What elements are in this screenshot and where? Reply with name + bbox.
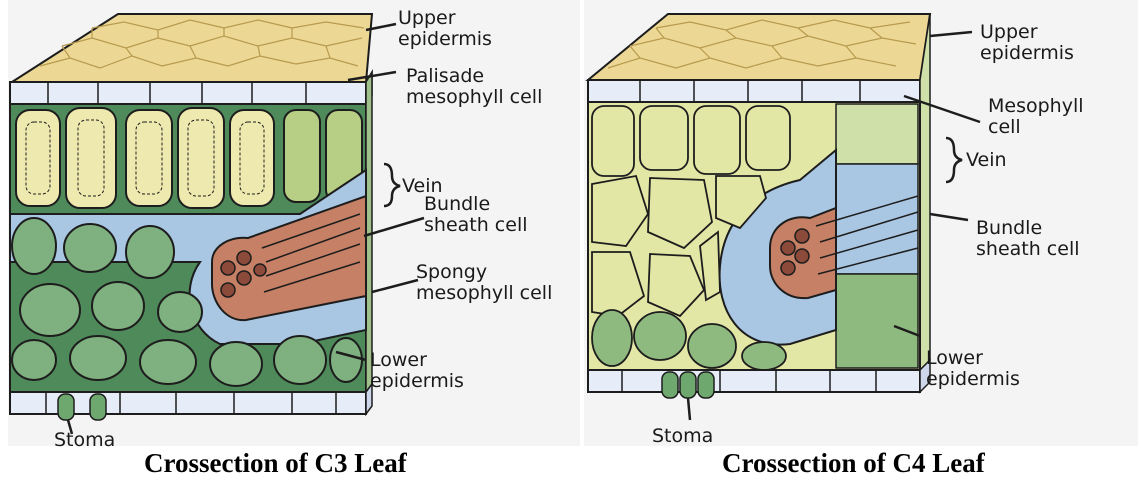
c4-side-cells xyxy=(836,104,918,368)
c4-label-vein: Vein xyxy=(966,150,1007,171)
c3-label-lower-epidermis: Lower epidermis xyxy=(370,350,464,392)
c3-label-spongy: Spongy mesophyll cell xyxy=(416,262,552,304)
c3-label-bundle-sheath: Bundle sheath cell xyxy=(424,194,528,236)
c4-label-mesophyll: Mesophyll cell xyxy=(988,96,1084,138)
c3-label-palisade: Palisade mesophyll cell xyxy=(406,66,542,108)
c3-upper-epidermis xyxy=(10,82,366,104)
c4-stoma xyxy=(662,372,714,398)
c3-label-upper-epidermis: Upper epidermis xyxy=(398,8,492,50)
c4-label-stoma: Stoma xyxy=(652,426,713,447)
c4-label-bundle-sheath: Bundle sheath cell xyxy=(976,218,1080,260)
c4-top-surface xyxy=(588,14,930,80)
c4-caption: Crossection of C4 Leaf xyxy=(722,448,985,478)
c4-side-face xyxy=(920,14,930,370)
c3-top-surface xyxy=(12,14,372,82)
c3-leaf-block xyxy=(10,14,372,420)
c4-upper-epidermis xyxy=(588,80,920,102)
c4-label-lower-epidermis: Lower epidermis xyxy=(926,348,1020,390)
c4-label-upper-epidermis: Upper epidermis xyxy=(980,22,1074,64)
c4-leaf-block xyxy=(588,14,930,398)
c3-caption: Crossection of C3 Leaf xyxy=(144,448,407,478)
c4-lower-epidermis xyxy=(588,370,920,392)
c3-label-stoma: Stoma xyxy=(54,430,115,451)
c3-palisade-layer xyxy=(16,108,362,208)
